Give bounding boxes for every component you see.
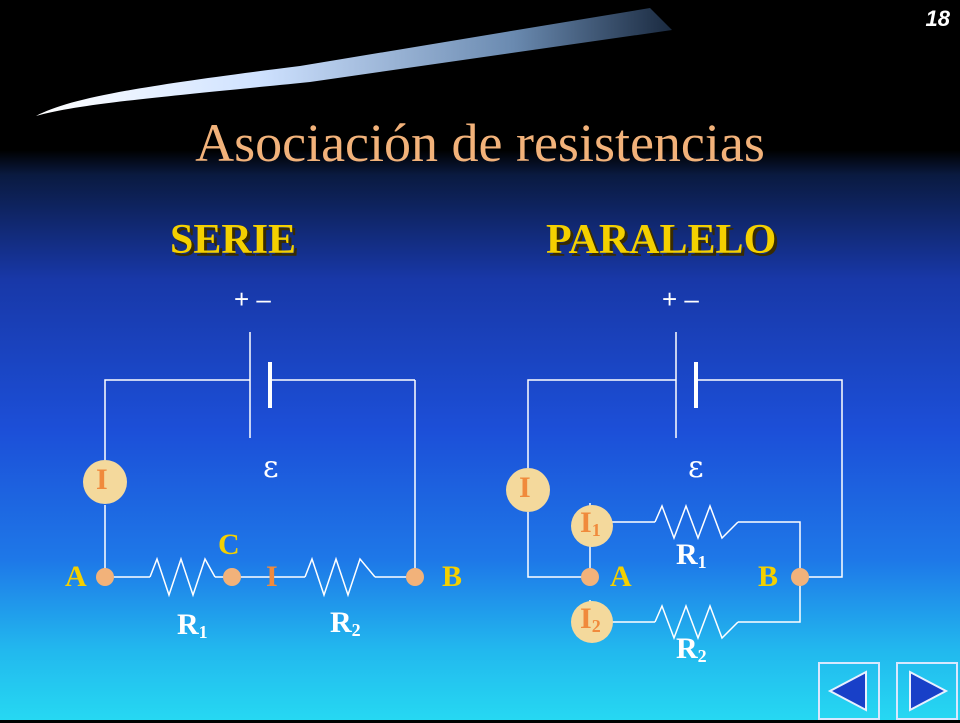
series-resistor-r1 (149, 556, 216, 598)
series-node-a-label: A (65, 560, 87, 593)
series-ammeter-label: I (96, 463, 108, 496)
parallel-heading: PARALELO (546, 217, 777, 263)
series-heading: SERIE (170, 217, 297, 263)
series-node-b-label: B (442, 560, 463, 593)
parallel-node-b (791, 568, 809, 586)
series-r1-label: R1 (177, 608, 208, 642)
triangle-right-icon (909, 670, 949, 712)
series-emf-label: ε (263, 450, 279, 485)
series-r2-label: R2 (330, 606, 361, 640)
series-node-b (406, 568, 424, 586)
series-current-label: I (266, 560, 278, 593)
page-number: 18 (925, 6, 950, 31)
series-ammeter (83, 460, 127, 504)
parallel-r1-label: R1 (676, 538, 707, 572)
parallel-ammeter-label: I (519, 471, 531, 504)
parallel-resistor-r2 (654, 603, 739, 641)
parallel-r2-label: R2 (676, 632, 707, 666)
series-node-c-label: C (218, 528, 240, 561)
previous-slide-button[interactable] (818, 662, 880, 720)
parallel-battery-polarity: + – (662, 284, 699, 314)
series-node-c (223, 568, 241, 586)
parallel-ammeter-i1 (571, 505, 613, 547)
triangle-left-icon (827, 670, 867, 712)
parallel-node-b-label: B (758, 560, 779, 593)
parallel-resistor-r1 (654, 503, 739, 541)
series-battery-polarity: + – (234, 284, 271, 314)
series-node-a (96, 568, 114, 586)
parallel-i1-label: I1 (580, 506, 601, 540)
parallel-ammeter-i2 (571, 601, 613, 643)
parallel-ammeter (506, 468, 550, 512)
slide-title: Asociación de resistencias (195, 113, 765, 173)
parallel-i2-label: I2 (580, 602, 601, 636)
next-slide-button[interactable] (896, 662, 958, 720)
parallel-emf-label: ε (688, 450, 704, 485)
parallel-node-a-label: A (610, 560, 632, 593)
series-resistor-r2 (304, 556, 376, 598)
parallel-node-a (581, 568, 599, 586)
